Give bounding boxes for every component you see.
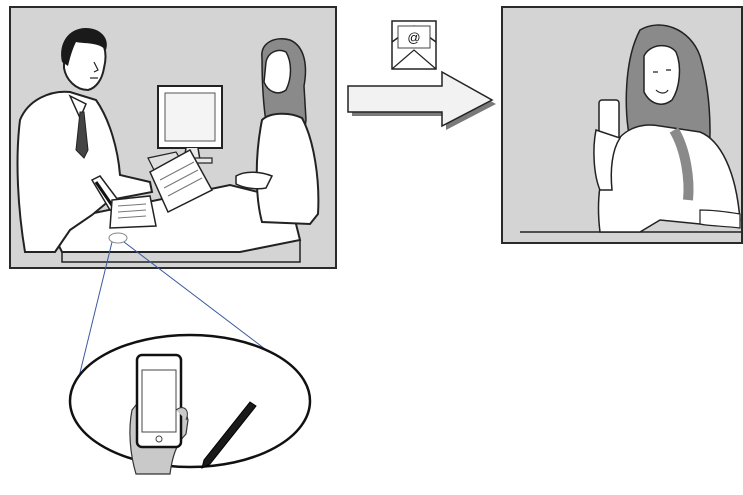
recipient-panel — [502, 7, 742, 243]
zoom-callout — [70, 335, 310, 474]
envelope-icon: @ — [392, 21, 436, 69]
transfer-arrow — [348, 72, 496, 130]
consultation-panel — [10, 7, 336, 268]
at-symbol: @ — [407, 30, 420, 45]
desk-item-spot — [109, 233, 127, 243]
